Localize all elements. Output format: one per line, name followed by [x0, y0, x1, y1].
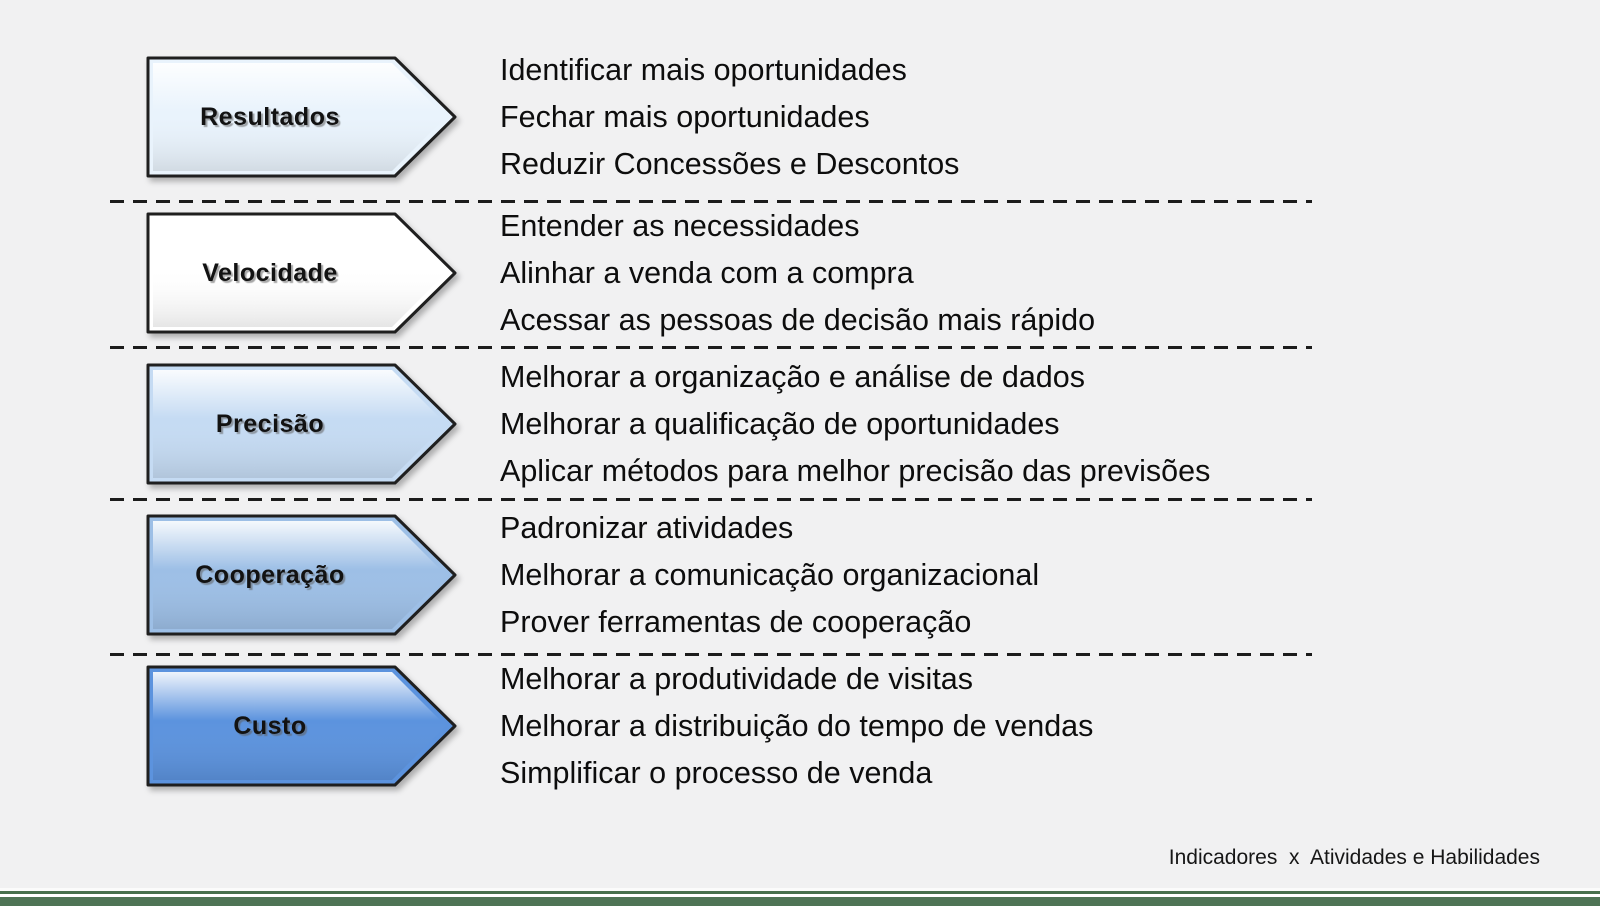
dashed-separator: [110, 346, 1312, 349]
arrow-icon: [146, 514, 457, 636]
indicator-arrow-shape: Precisão: [145, 362, 459, 486]
footer-green-bar: [0, 897, 1600, 906]
activity-item: Melhorar a distribuição do tempo de vend…: [500, 709, 1094, 743]
indicator-label: Custo: [233, 711, 307, 740]
activity-item: Fechar mais oportunidades: [500, 100, 870, 134]
activity-item: Melhorar a produtividade de visitas: [500, 662, 974, 696]
activity-item: Acessar as pessoas de decisão mais rápid…: [500, 303, 1096, 337]
footer-green-line: [0, 891, 1600, 894]
dashed-separator: [110, 653, 1312, 656]
dashed-separator: [110, 498, 1312, 501]
dashed-separator: [110, 200, 1312, 203]
indicator-arrow-shape: Resultados: [145, 55, 459, 179]
activity-item: Melhorar a organização e análise de dado…: [500, 360, 1085, 394]
activity-list: Melhorar a organização e análise de dado…: [500, 354, 1500, 495]
footer-white-stripe-upper: [0, 888, 1600, 891]
activity-item: Aplicar métodos para melhor precisão das…: [500, 454, 1211, 488]
indicator-label: Precisão: [215, 409, 325, 438]
activity-item: Reduzir Concessões e Descontos: [500, 147, 960, 181]
indicator-row: Resultados Identificar mais oportunidade…: [0, 53, 1600, 181]
indicator-row: Precisão Melhorar a organização e anális…: [0, 360, 1600, 488]
arrow-icon: [146, 363, 457, 485]
arrow-icon: [146, 212, 457, 334]
activity-item: Melhorar a qualificação de oportunidades: [500, 407, 1060, 441]
activity-item: Alinhar a venda com a compra: [500, 256, 914, 290]
indicator-label: Resultados: [200, 102, 340, 131]
indicator-arrow-shape: Custo: [145, 664, 459, 788]
indicator-row: Custo Melhorar a produtividade de visita…: [0, 662, 1600, 790]
arrow-icon: [146, 56, 457, 178]
indicator-arrow-shape: Velocidade: [145, 211, 459, 335]
activity-item: Identificar mais oportunidades: [500, 53, 907, 87]
indicator-arrow-shape: Cooperação: [145, 513, 459, 637]
arrow-icon: [146, 665, 457, 787]
activity-item: Entender as necessidades: [500, 209, 860, 243]
activity-item: Simplificar o processo de venda: [500, 756, 933, 790]
indicator-label: Velocidade: [202, 258, 338, 287]
activity-item: Melhorar a comunicação organizacional: [500, 558, 1040, 592]
footer-caption: Indicadores x Atividades e Habilidades: [1168, 846, 1540, 869]
activity-item: Padronizar atividades: [500, 511, 794, 545]
footer-white-stripe-lower: [0, 894, 1600, 897]
indicator-label: Cooperação: [195, 560, 345, 589]
activity-item: Prover ferramentas de cooperação: [500, 605, 972, 639]
